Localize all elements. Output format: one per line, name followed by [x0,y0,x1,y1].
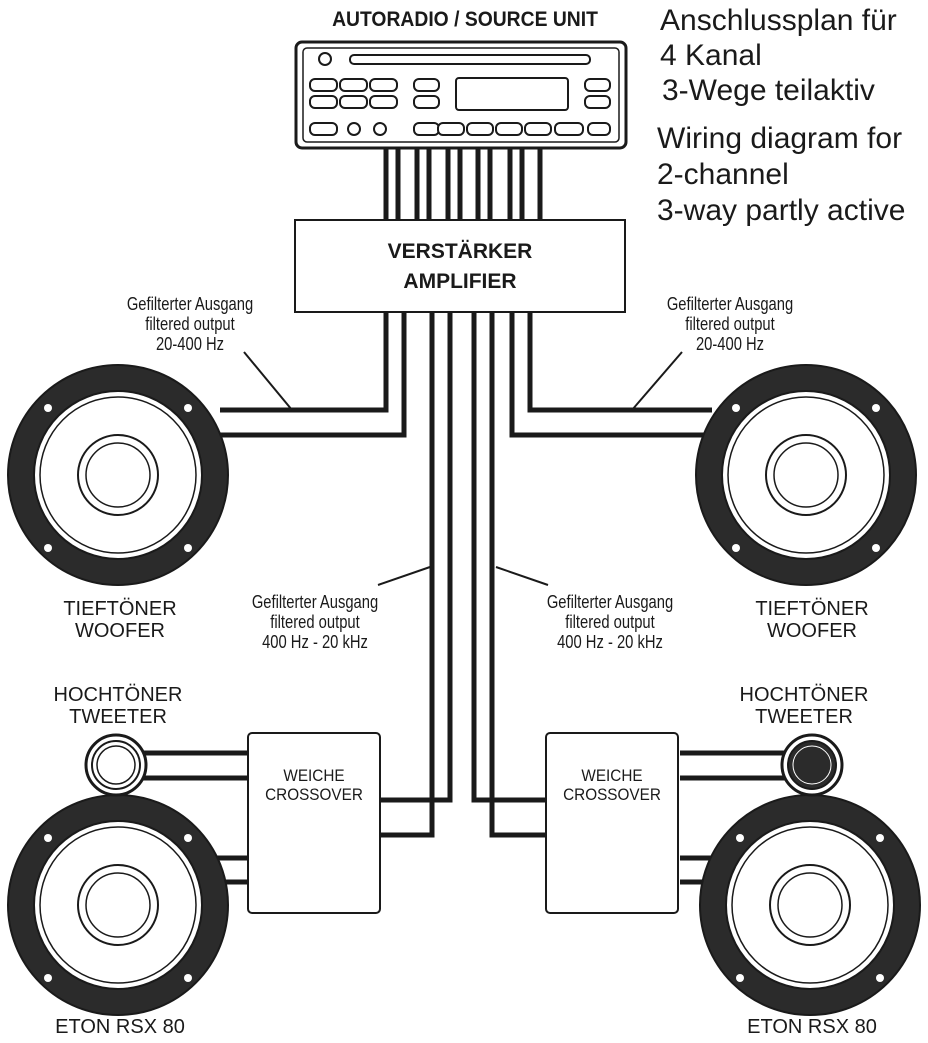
highpass-output-line2: filtered output [270,612,360,633]
tweeter-label-de: HOCHTÖNER [739,684,869,706]
title-en-line3: 3-way partly active [657,194,906,227]
crossover-label-left: WEICHE CROSSOVER [255,766,374,804]
highpass-output-line3: 400 Hz - 20 kHz [557,632,663,653]
woofer-output-line1: Gefilterter Ausgang [126,294,254,314]
woofer-label-left: TIEFTÖNER WOOFER [20,598,220,643]
title-en-line1: Wiring diagram for [657,122,903,155]
woofer-label-de: TIEFTÖNER [755,598,869,620]
amplifier-box [294,219,626,313]
woofer-output-line2: filtered output [685,314,775,335]
cable-right-woofer [527,312,712,413]
tweeter-label-right: HOCHTÖNER TWEETER [704,684,904,729]
cable-right-crossover [471,312,546,803]
tweeter-right [780,733,844,797]
source-unit-label: AUTORADIO / SOURCE UNIT [332,8,598,31]
crossover-label-de: WEICHE [283,766,345,785]
title-de-line3: 3-Wege teilaktiv [662,74,875,107]
title-de-line1: Anschlussplan für [660,4,897,37]
title-de-line2: 4 Kanal [660,39,762,72]
highpass-output-line1: Gefilterter Ausgang [546,592,674,612]
woofer-label-en: WOOFER [75,620,165,643]
cable-left-crossover [380,312,435,838]
cables [140,148,788,885]
woofer-output-label-left: Gefilterter Ausgang filtered output 20-4… [100,294,280,354]
tweeter-label-en: TWEETER [69,706,167,729]
tweeter-label-left: HOCHTÖNER TWEETER [18,684,218,729]
tweeter-label-en: TWEETER [755,706,853,729]
woofer-output-line1: Gefilterter Ausgang [666,294,794,314]
amplifier-label-en: AMPLIFIER [403,270,517,293]
model-label-right: ETON RSX 80 [747,1016,877,1038]
cable-left-woofer [220,312,389,413]
woofer-output-line3: 20-400 Hz [695,334,765,355]
head-unit [294,40,628,150]
highpass-output-label-left: Gefilterter Ausgang filtered output 400 … [225,592,405,652]
crossover-box-right [545,732,679,914]
highpass-output-label-right: Gefilterter Ausgang filtered output 400 … [520,592,700,652]
midwoofer-left [7,794,229,1016]
crossover-label-right: WEICHE CROSSOVER [553,766,672,804]
tweeter-label-de: HOCHTÖNER [53,684,183,706]
woofer-label-right: TIEFTÖNER WOOFER [712,598,912,643]
highpass-output-line1: Gefilterter Ausgang [251,592,379,612]
tweeter-left [84,733,148,797]
highpass-output-line3: 400 Hz - 20 kHz [262,632,368,653]
crossover-label-en: CROSSOVER [563,785,661,805]
cable-right-crossover [489,312,546,838]
woofer-left [7,364,229,586]
title-en-line2: 2-channel [657,158,789,191]
amplifier-label-de: VERSTÄRKER [387,240,533,263]
cable-left-woofer [220,312,407,438]
woofer-label-en: WOOFER [767,620,857,643]
crossover-label-en: CROSSOVER [265,785,363,805]
midwoofer-right [699,794,921,1016]
woofer-label-de: TIEFTÖNER [63,598,177,620]
cable-left-crossover [380,312,453,803]
woofer-right [695,364,917,586]
cable-right-woofer [509,312,712,438]
highpass-output-line2: filtered output [565,612,655,633]
leader-lines [243,351,683,586]
crossover-box-left [247,732,381,914]
woofer-output-line2: filtered output [145,314,235,335]
crossover-label-de: WEICHE [581,766,643,785]
model-label-left: ETON RSX 80 [55,1016,185,1038]
woofer-output-line3: 20-400 Hz [155,334,225,355]
woofer-output-label-right: Gefilterter Ausgang filtered output 20-4… [640,294,820,354]
input-cables [383,148,543,220]
